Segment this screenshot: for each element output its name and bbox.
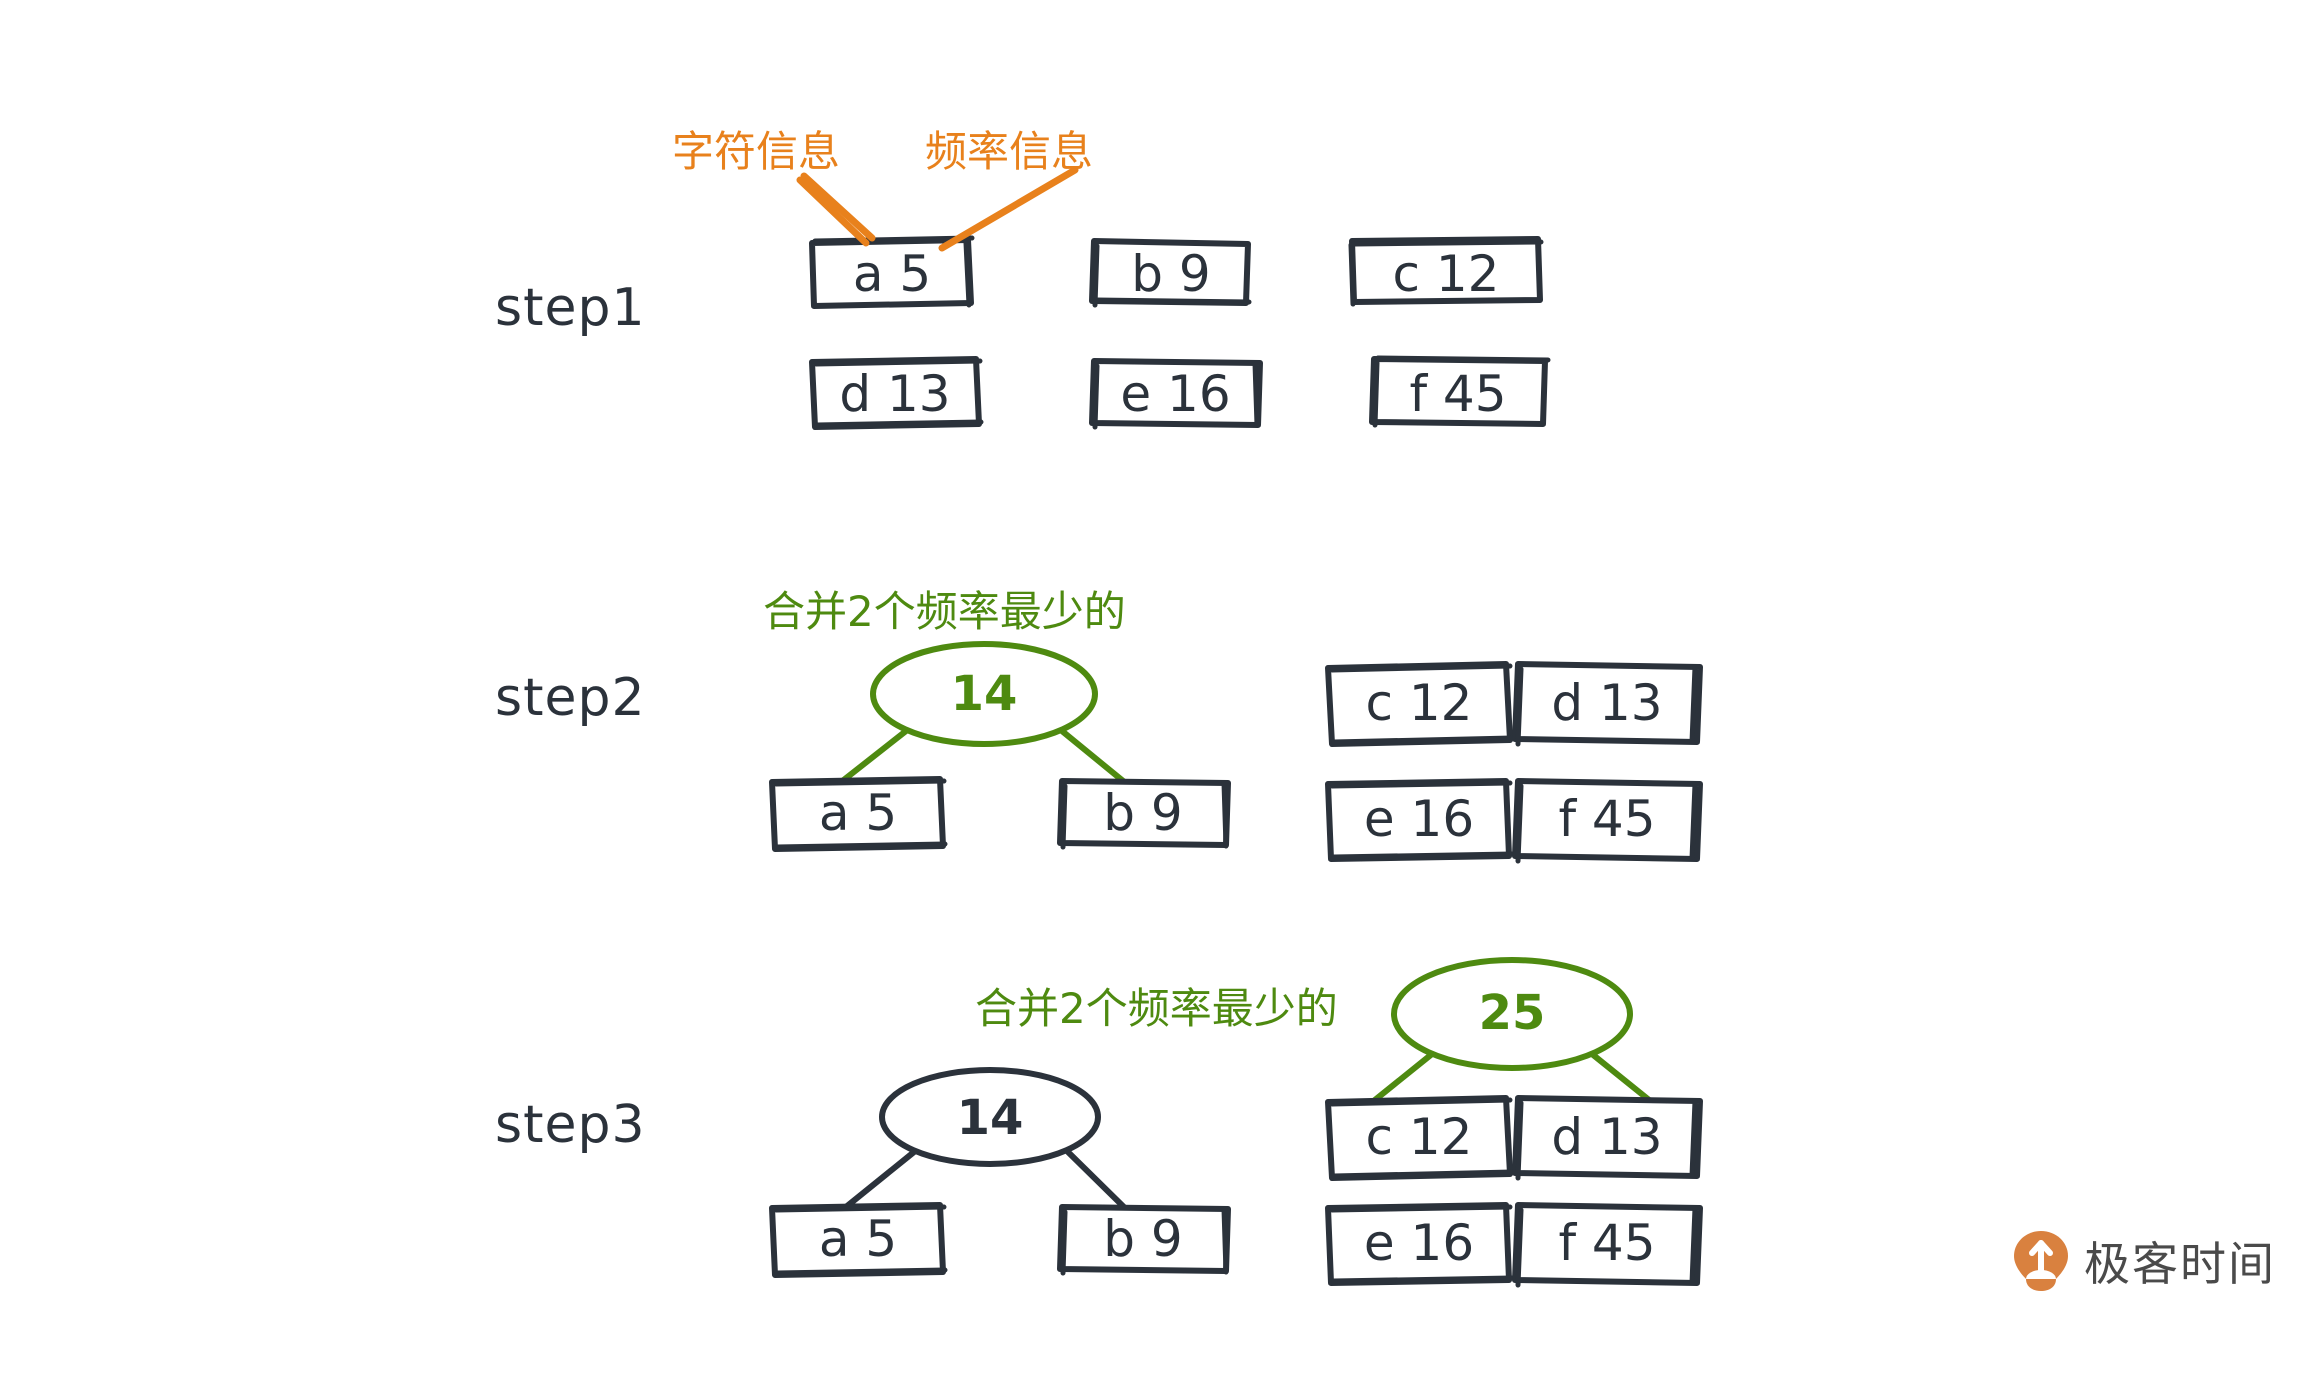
- freq-info-arrow: [938, 166, 1079, 252]
- step3-node-14-text: 14: [956, 1090, 1024, 1146]
- freq-info-label: 频率信息: [925, 127, 1094, 176]
- step3-box-b9-text: b 9: [1103, 1210, 1183, 1268]
- step2-label: step2: [495, 668, 646, 728]
- step2-box-c12-text: c 12: [1365, 674, 1473, 732]
- char-info-label: 字符信息: [672, 127, 841, 176]
- step3-box-f45-text: f 45: [1558, 1214, 1656, 1272]
- step1-box-a5-text: a 5: [852, 245, 932, 303]
- step1-box-b9-text: b 9: [1131, 245, 1211, 303]
- logo-text: 极客时间: [2084, 1237, 2276, 1291]
- step2-box-f45-text: f 45: [1558, 790, 1656, 848]
- step3-box-e16-text: e 16: [1363, 1214, 1475, 1272]
- step2-node-14-text: 14: [950, 666, 1018, 722]
- step3-box-a5-text: a 5: [818, 1210, 898, 1268]
- step3-edges-left: [833, 1149, 1133, 1218]
- step1-box-f45-text: f 45: [1409, 365, 1507, 423]
- step2-box-d13-text: d 13: [1551, 674, 1663, 732]
- step3-box-c12-text: c 12: [1365, 1108, 1473, 1166]
- step1-box-d13-text: d 13: [839, 365, 951, 423]
- step3-box-d13-text: d 13: [1551, 1108, 1663, 1166]
- step2-box-b9-text: b 9: [1103, 784, 1183, 842]
- step1-box-e16-text: e 16: [1120, 365, 1231, 423]
- step2-box-e16-text: e 16: [1363, 790, 1475, 848]
- step1-box-c12-text: c 12: [1392, 245, 1500, 303]
- step2-box-a5-text: a 5: [818, 784, 898, 842]
- location-pin-icon: [2014, 1231, 2068, 1291]
- step3-merge-note: 合并2个频率最少的: [975, 984, 1338, 1033]
- step3-edges-right: [1357, 1051, 1667, 1115]
- step2-merge-note: 合并2个频率最少的: [763, 587, 1126, 636]
- char-info-arrow: [796, 172, 876, 247]
- step3-label: step3: [495, 1095, 646, 1155]
- step3-node-25-text: 25: [1478, 985, 1546, 1041]
- geektime-logo: 极客时间: [2012, 1228, 2276, 1294]
- step1-label: step1: [495, 278, 646, 338]
- step2-edges: [833, 728, 1131, 789]
